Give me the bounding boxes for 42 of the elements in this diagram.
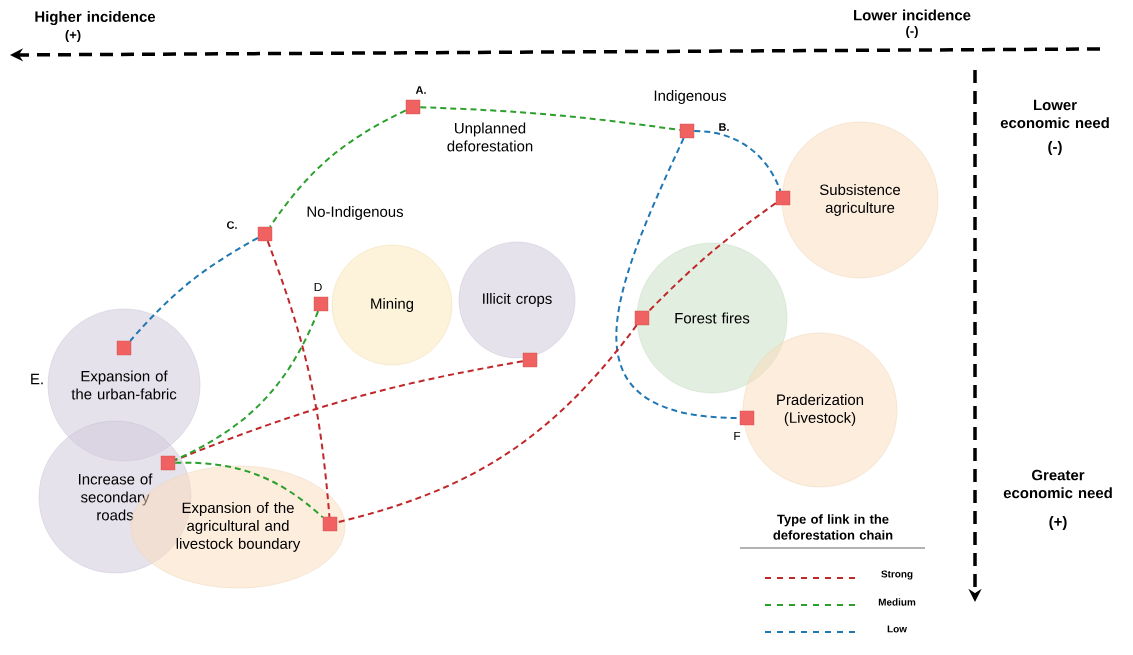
axis-label: (+)	[65, 29, 81, 43]
point-label: A.	[415, 86, 426, 94]
dashed-link	[268, 109, 407, 228]
link-marker	[634, 310, 650, 326]
link-marker	[160, 455, 176, 471]
point-label: F	[734, 431, 741, 441]
point-label: E.	[31, 373, 43, 385]
link-marker	[322, 516, 338, 532]
axis-label: Higher incidence	[35, 11, 156, 25]
dashed-link	[174, 461, 324, 519]
dashed-link	[266, 240, 331, 518]
axis-label: Lower incidence	[854, 9, 971, 21]
link-marker	[313, 296, 329, 312]
point-label: B.	[719, 123, 729, 131]
legend-label: Low	[887, 625, 907, 633]
dashed-link	[174, 310, 320, 461]
axis-label: (+)	[1049, 516, 1067, 530]
dashed-link	[174, 360, 524, 462]
point-label: D	[314, 282, 322, 292]
axis-label: Greater economic need	[1003, 469, 1112, 499]
dashed-link	[648, 202, 777, 312]
point-label: Unplanned deforestation	[447, 122, 533, 152]
link-marker	[257, 226, 273, 242]
point-label: C.	[227, 221, 237, 229]
link-marker	[522, 352, 538, 368]
dashed-link	[419, 106, 681, 131]
legend-label: Strong	[881, 570, 913, 580]
link-marker	[739, 410, 755, 426]
link-marker	[679, 123, 695, 139]
link-marker	[116, 340, 132, 356]
point-label: No-Indigenous	[307, 206, 404, 220]
dashed-link	[129, 236, 259, 342]
link-marker	[405, 99, 421, 115]
axis-label: (-)	[1048, 141, 1062, 155]
dashed-link	[693, 130, 782, 192]
dashed-link	[336, 324, 638, 524]
link-marker	[775, 190, 791, 206]
legend-label: Medium	[878, 598, 916, 606]
axis-label: (-)	[906, 25, 918, 39]
legend-title: Type of link in the deforestation chain	[773, 514, 893, 540]
axis-label: Lower economic need	[1000, 99, 1109, 129]
point-label: Indigenous	[654, 90, 726, 104]
